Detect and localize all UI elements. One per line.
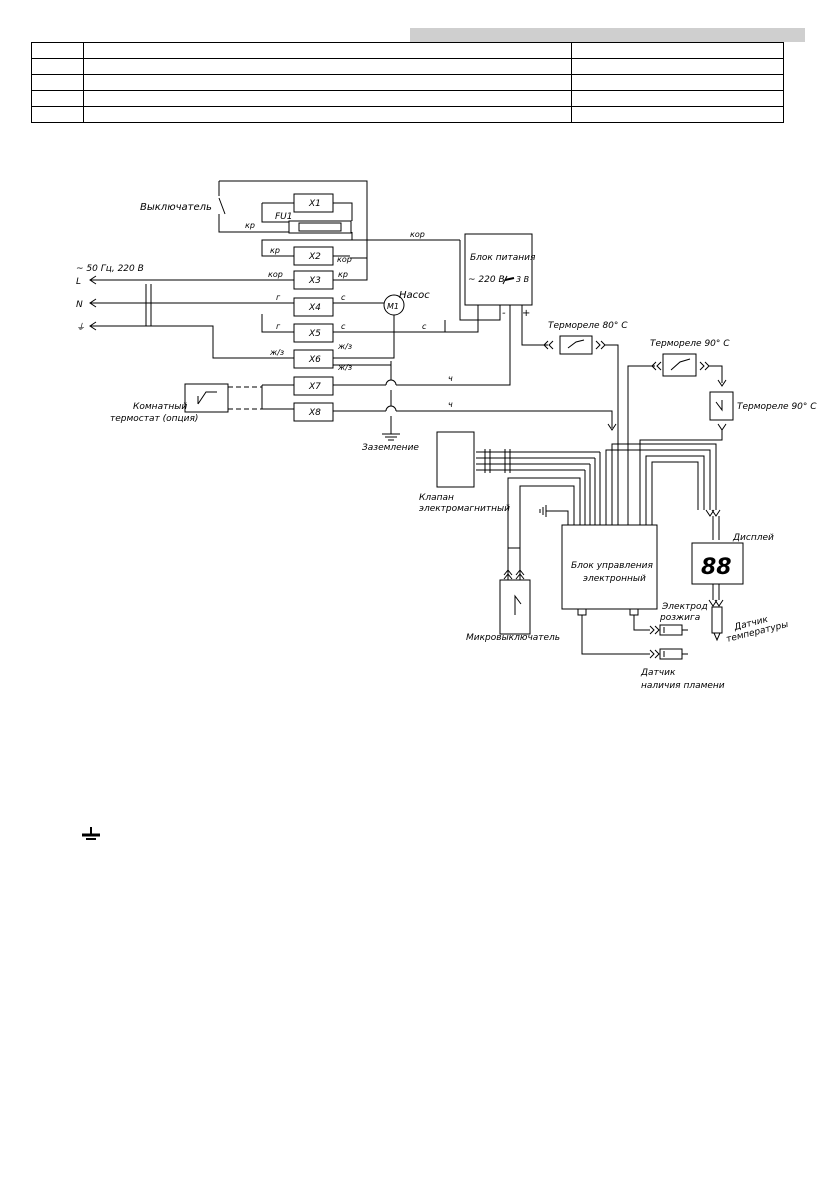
control-connector-right bbox=[629, 608, 639, 616]
terminal-x1 bbox=[293, 193, 334, 213]
label-control-2: электронный bbox=[583, 574, 646, 584]
terminal-label-x6: X6 bbox=[308, 355, 321, 365]
label-thermorelay-80: Термореле 80° С bbox=[548, 321, 628, 331]
terminal-label-x4: X4 bbox=[308, 303, 321, 313]
pump-wiring bbox=[333, 257, 445, 359]
display-digits: 88 bbox=[701, 555, 732, 580]
mains-input bbox=[89, 275, 294, 359]
label-room-thermostat-1: Комнатный bbox=[133, 402, 187, 412]
fuse-body bbox=[288, 220, 352, 234]
terminal-label-x8: X8 bbox=[308, 408, 321, 418]
display bbox=[691, 542, 744, 585]
x7-x8-lines bbox=[333, 305, 617, 434]
label-valve-2: электромагнитный bbox=[419, 504, 510, 514]
terminal-label-x7: X7 bbox=[308, 382, 321, 392]
label-motor: M1 bbox=[387, 302, 399, 311]
switch-circuit bbox=[218, 180, 501, 321]
label-power-spec-left: ~ 220 В bbox=[468, 275, 505, 285]
table-row bbox=[31, 106, 784, 123]
wire-label: с bbox=[422, 322, 427, 331]
valve-connector bbox=[476, 449, 601, 525]
label-plus: + bbox=[522, 308, 530, 319]
label-pump: Насос bbox=[399, 290, 430, 301]
wire-label: ч bbox=[448, 374, 453, 383]
terminal-x4 bbox=[293, 297, 334, 317]
wire-label: г bbox=[276, 322, 281, 331]
temperature-sensor bbox=[711, 606, 723, 634]
terminal-label-x2: X2 bbox=[308, 252, 321, 262]
table-row bbox=[31, 74, 784, 91]
wire-label: кор bbox=[337, 255, 352, 264]
label-valve-1: Клапан bbox=[419, 493, 454, 503]
terminal-label-x1: X1 bbox=[308, 199, 321, 209]
label-thermorelay-90-b: Термореле 90° С bbox=[737, 402, 817, 412]
wire-label: кор bbox=[410, 230, 425, 239]
microswitch bbox=[499, 579, 531, 635]
wire-label: ж/з bbox=[269, 348, 284, 357]
label-electrode-2: розжига bbox=[659, 613, 700, 623]
wire-label: ж/з bbox=[337, 342, 352, 351]
ground-icon bbox=[82, 827, 100, 840]
wire-label: кр bbox=[338, 270, 348, 279]
label-power-spec-right: 3 В bbox=[516, 275, 529, 284]
label-control-1: Блок управления bbox=[571, 561, 653, 571]
thermorelay-80 bbox=[559, 335, 593, 355]
header-shade-bar bbox=[410, 28, 805, 42]
terminal-x6 bbox=[293, 349, 334, 369]
label-fuse: FU1 bbox=[275, 212, 293, 222]
wire-label: ч bbox=[448, 400, 453, 409]
terminal-label-x3: X3 bbox=[308, 276, 321, 286]
wire-label: г bbox=[276, 293, 281, 302]
fuse-element bbox=[298, 222, 342, 232]
power-block bbox=[464, 233, 533, 306]
wire-label: с bbox=[341, 322, 346, 331]
terminal-x8 bbox=[293, 402, 334, 422]
label-electrode-1: Электрод bbox=[661, 602, 708, 612]
terminal-x5 bbox=[293, 323, 334, 343]
label-room-thermostat-2: термостат (опция) bbox=[110, 414, 198, 424]
flame-sensor bbox=[659, 648, 683, 660]
terminal-x2 bbox=[293, 246, 334, 266]
wire-label: с bbox=[341, 293, 346, 302]
terminal-label-x5: X5 bbox=[308, 329, 321, 339]
label-flame-2: наличия пламени bbox=[641, 681, 725, 691]
label-n: N bbox=[76, 300, 83, 310]
ground-mark: ⏚ bbox=[76, 322, 85, 333]
wire-label: кр bbox=[245, 221, 255, 230]
label-flame-1: Датчик bbox=[640, 668, 676, 678]
room-thermostat bbox=[184, 383, 294, 413]
label-switch: Выключатель bbox=[140, 202, 212, 213]
label-ground: Заземление bbox=[362, 443, 419, 453]
label-power-block: Блок питания bbox=[470, 253, 536, 263]
ground-symbol bbox=[382, 433, 400, 441]
control-block bbox=[561, 524, 658, 610]
wire-label: кр bbox=[270, 246, 280, 255]
label-microswitch: Микровыключатель bbox=[466, 633, 560, 643]
wire-label: кор bbox=[268, 270, 283, 279]
ignition-electrode bbox=[659, 624, 683, 636]
control-connector-left bbox=[577, 608, 587, 616]
header-table bbox=[31, 42, 784, 123]
label-minus: - bbox=[502, 308, 506, 319]
label-l: L bbox=[76, 277, 81, 287]
wire-label: ж/з bbox=[337, 363, 352, 372]
label-thermorelay-90-a: Термореле 90° С bbox=[650, 339, 730, 349]
label-mains: ~ 50 Гц, 220 В bbox=[76, 264, 144, 274]
label-display: Дисплей bbox=[732, 533, 774, 543]
solenoid-valve bbox=[436, 431, 475, 488]
thermorelay-90-b bbox=[709, 391, 734, 421]
terminal-x7 bbox=[293, 376, 334, 396]
thermorelay-90-a bbox=[662, 353, 697, 377]
